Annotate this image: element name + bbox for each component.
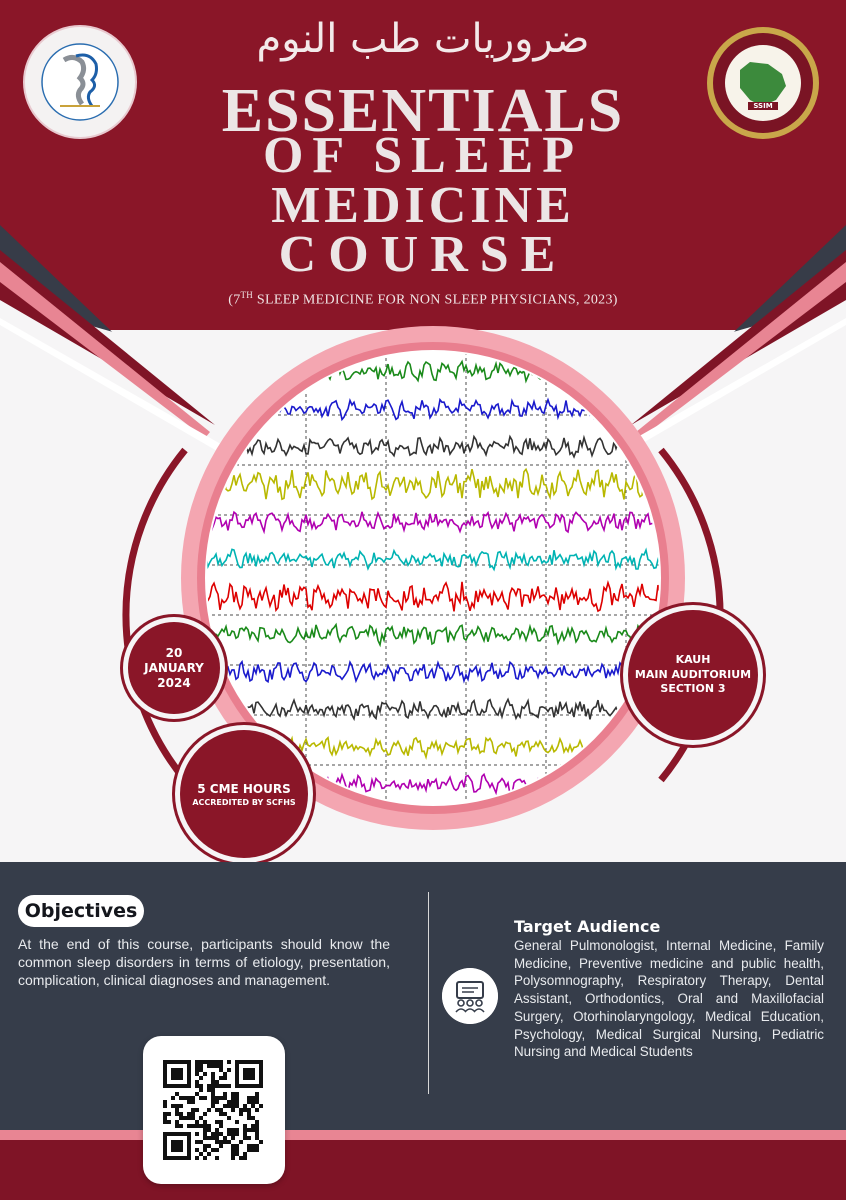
cme-accreditation: ACCREDITED BY SCFHS [192, 797, 296, 807]
eeg-trace [207, 621, 659, 648]
title-line-3: MEDICINE [271, 177, 575, 234]
objectives-heading: Objectives [18, 895, 144, 927]
cme-hours: 5 CME HOURS [197, 781, 291, 796]
venue-line-2: MAIN AUDITORIUM [634, 667, 752, 681]
footer-bar [0, 1130, 846, 1200]
sleep-center-logo [23, 25, 137, 139]
target-audience-heading: Target Audience [514, 917, 661, 936]
eeg-trace [207, 467, 659, 501]
eeg-trace [207, 547, 659, 572]
venue-line-3: SECTION 3 [660, 682, 726, 696]
objectives-text: At the end of this course, participants … [18, 936, 390, 988]
svg-text:SSIM: SSIM [753, 102, 772, 110]
eeg-trace [207, 510, 659, 535]
eeg-trace [207, 434, 659, 459]
qr-code-icon[interactable] [163, 1060, 263, 1160]
arabic-title: ضروريات طب النوم [256, 16, 590, 62]
title-line-4: COURSE [278, 226, 568, 283]
date-year: 2024 [157, 675, 191, 690]
eeg-trace [207, 659, 659, 684]
footer-stripe [0, 1130, 846, 1140]
course-subtitle: (7TH SLEEP MEDICINE FOR NON SLEEP PHYSIC… [228, 290, 618, 308]
target-audience-text: General Pulmonologist, Internal Medicine… [514, 938, 824, 1060]
group-meeting-icon [442, 968, 498, 1024]
date-badge: 20 JANUARY 2024 [128, 622, 220, 714]
cme-badge: 5 CME HOURS ACCREDITED BY SCFHS [180, 730, 308, 858]
ssim-logo: SSIM [707, 27, 819, 139]
eeg-trace [207, 697, 659, 722]
venue-badge: KAUH MAIN AUDITORIUM SECTION 3 [628, 610, 758, 740]
date-month: JANUARY [144, 660, 204, 675]
venue-line-1: KAUH [675, 652, 711, 666]
eeg-trace [207, 580, 659, 613]
date-day: 20 [165, 645, 183, 660]
qr-card[interactable] [143, 1036, 285, 1184]
title-line-2: OF SLEEP [262, 127, 583, 184]
panel-divider [428, 892, 429, 1094]
title-line-1: ESSENTIALS [221, 77, 625, 145]
